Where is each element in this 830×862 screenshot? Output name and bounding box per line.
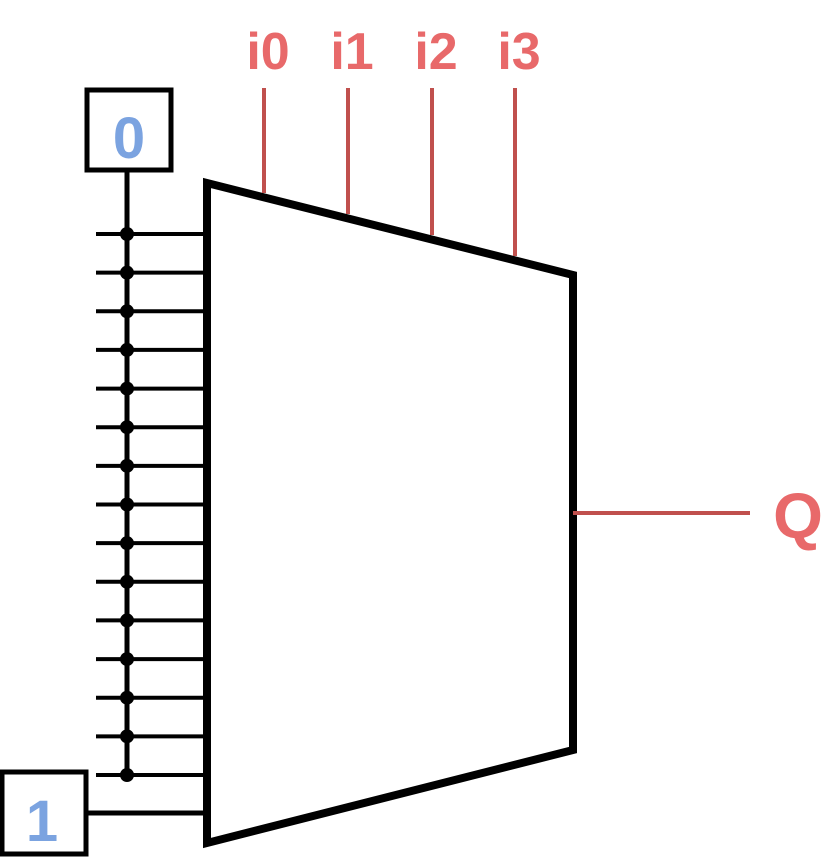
input-label-i1: i1 [330, 23, 373, 81]
input-label-i2: i2 [414, 23, 457, 81]
constant-label-bottom: 1 [26, 789, 58, 854]
select-taps [96, 227, 207, 782]
junction-dot [120, 420, 134, 435]
input-labels: i0 i1 i2 i3 [246, 23, 540, 81]
constant-box-top [84, 87, 174, 173]
junction-dot [120, 304, 134, 319]
constant-label-top: 0 [113, 106, 145, 171]
junction-dot [120, 265, 134, 280]
junction-dot [120, 381, 134, 396]
junction-dot [120, 497, 134, 512]
junction-dot [120, 458, 134, 473]
input-label-i0: i0 [246, 23, 289, 81]
junction-dot [120, 536, 134, 551]
junction-dot [120, 613, 134, 628]
junction-dot [120, 652, 134, 667]
junction-dot [120, 690, 134, 705]
junction-dot [120, 227, 134, 241]
input-label-i3: i3 [497, 23, 540, 81]
input-wires [262, 88, 517, 256]
junction-dot [120, 729, 134, 744]
junction-dot [120, 574, 134, 589]
output-label: Q [773, 480, 823, 552]
junction-dot [120, 342, 134, 357]
mux-body [203, 177, 577, 849]
junction-dot [120, 768, 134, 782]
